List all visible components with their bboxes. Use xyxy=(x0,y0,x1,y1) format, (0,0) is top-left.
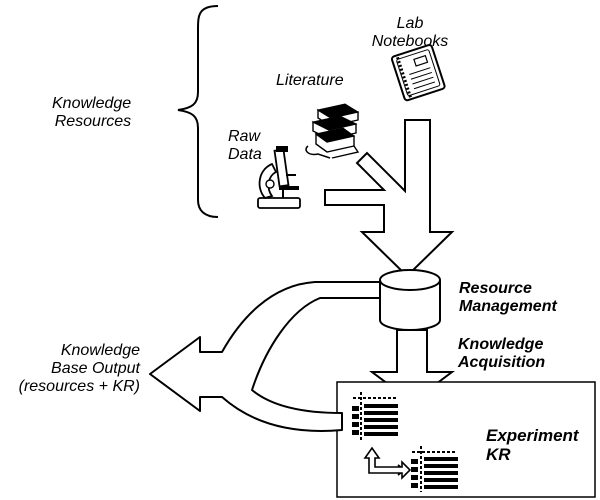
database-cylinder-icon xyxy=(379,269,441,331)
books-stack-icon xyxy=(305,103,360,159)
raw-data-label: Raw Data xyxy=(228,128,262,163)
table-link-arrow-outline xyxy=(363,446,412,480)
experiment-kr-box xyxy=(336,381,596,498)
notebook-icon xyxy=(390,44,446,102)
table-grid-icon xyxy=(411,446,458,492)
literature-label: Literature xyxy=(276,72,344,89)
lab-notebooks-label: Lab Notebooks xyxy=(371,15,449,50)
knowledge-resources-label: Knowledge Resources xyxy=(52,95,132,130)
table-grid-icon xyxy=(352,392,398,440)
microscope-icon xyxy=(257,146,301,209)
knowledge-resources-brace xyxy=(177,5,219,218)
knowledge-acquisition-label: Knowledge Acquisition xyxy=(458,336,546,371)
resource-management-label: Resource Management xyxy=(459,280,557,315)
experiment-kr-label: Experiment KR xyxy=(486,426,579,465)
output-flow-arrow xyxy=(149,281,383,432)
input-flow-arrow xyxy=(324,119,455,278)
knowledge-base-output-label: Knowledge Base Output (resources + KR) xyxy=(18,342,140,395)
